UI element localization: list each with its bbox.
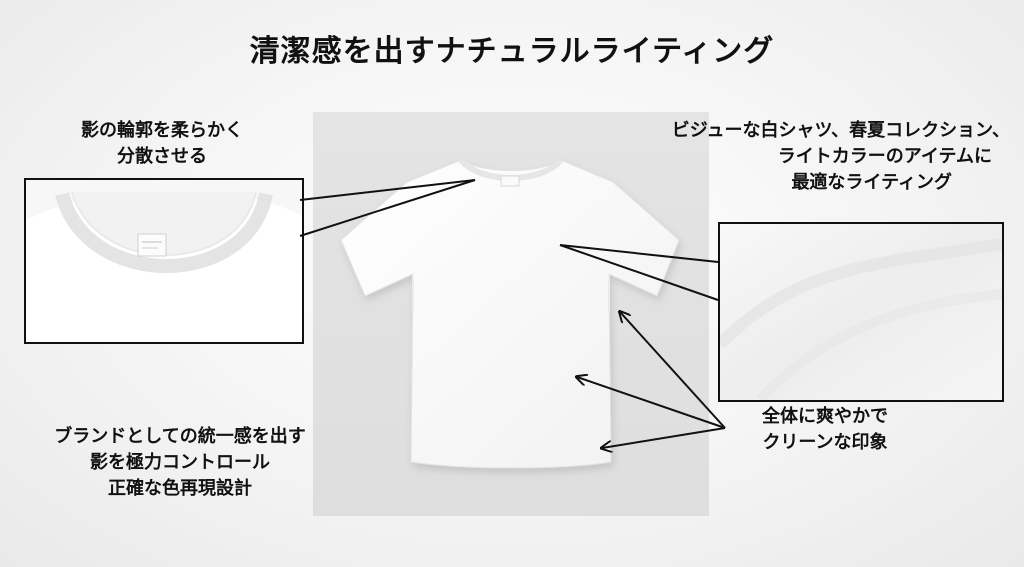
arrow-right-upper [620,312,726,429]
tshirt-body [340,159,680,469]
arrow-right-lower [602,427,726,448]
collar-tag [137,233,167,257]
fabric-closeup-inset [718,222,1004,402]
fabric-closeup-graphic [720,224,1002,400]
leader-line-collar-bottom [299,179,476,237]
caption-line: 影を極力コントロール [90,452,270,473]
caption-line: 最適なライティング [791,172,952,193]
caption-line: ビジューな白シャツ、春夏コレクション、 [671,120,1010,141]
caption-line: 影の輪郭を柔らかく [81,120,243,141]
caption-line: ブランドとしての統一感を出す [54,426,306,447]
leader-line-fabric-top [559,244,719,263]
leader-line-collar-top [299,179,476,201]
leader-line-fabric-bottom [559,244,719,301]
caption-line: ライトカラーのアイテムに [777,146,992,167]
collar-closeup-inset [24,178,304,344]
caption-best-for-light-items: ビジューな白シャツ、春夏コレクション、 ライトカラーのアイテムに 最適なライティ… [600,118,1010,196]
tshirt-graphic [340,157,680,469]
arrow-right-middle [577,377,726,429]
tshirt-tag [500,175,520,187]
caption-line: 全体に爽やかで [762,406,888,427]
caption-clean-impression: 全体に爽やかで クリーンな印象 [700,404,950,456]
page-title: 清潔感を出すナチュラルライティング [249,34,775,69]
tshirt-photo [313,112,709,516]
caption-brand-consistency: ブランドとしての統一感を出す 影を極力コントロール 正確な色再現設計 [20,424,340,502]
caption-line: 正確な色再現設計 [108,478,252,499]
caption-line: クリーンな印象 [762,432,888,453]
caption-soft-shadow: 影の輪郭を柔らかく 分散させる [24,118,300,170]
caption-line: 分散させる [117,146,207,167]
collar-closeup-graphic [26,180,302,342]
